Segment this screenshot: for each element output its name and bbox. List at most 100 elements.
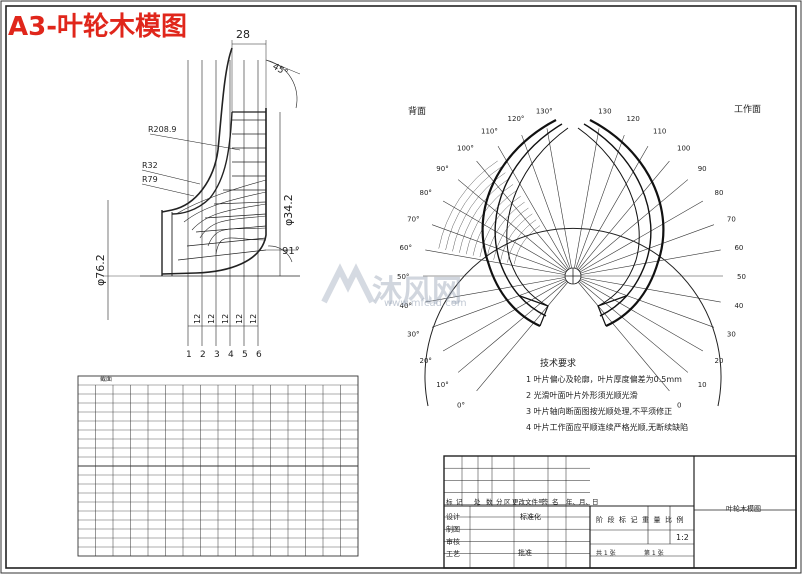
title-block	[443, 455, 797, 569]
sheet-number: 第 1 张	[644, 549, 664, 557]
polar-ray	[572, 200, 704, 277]
polar-arc	[452, 172, 506, 252]
polar-ray	[457, 275, 574, 373]
blade-profiles	[481, 119, 665, 328]
impeller-section-view	[104, 40, 301, 346]
blade-contour-line	[177, 249, 267, 261]
blade-contour-curve	[207, 227, 267, 247]
dim-phi-76: φ76.2	[94, 254, 107, 286]
revision-header: 标	[446, 497, 453, 506]
dim-phi-34: φ34.2	[282, 194, 295, 226]
polar-ray	[431, 224, 574, 277]
polar-angle-right: 10	[698, 381, 707, 389]
polar-angle-right: 60	[734, 244, 743, 252]
revision-header: 名	[552, 497, 559, 506]
label-work-face: 工作面	[734, 103, 761, 115]
approve-label: 批准	[518, 548, 532, 557]
polar-ray	[442, 200, 574, 277]
coordinate-table	[77, 375, 359, 557]
dim-r79: R79	[142, 175, 158, 184]
stage-header: 重	[642, 516, 649, 524]
blade-contour-line	[204, 213, 267, 219]
scale-value: 1:2	[676, 533, 689, 542]
watermark-logo	[321, 263, 375, 304]
revision-header: 年、月、日	[566, 497, 599, 506]
revision-header: 数	[486, 497, 493, 506]
stage-header: 阶	[596, 515, 603, 524]
polar-ray	[457, 179, 574, 277]
polar-ray	[572, 275, 715, 328]
notes-heading: 技术要求	[540, 357, 576, 369]
drawing-name: 叶轮木模图	[726, 504, 761, 513]
stage-header: 段	[608, 515, 615, 524]
polar-angle-left: 60°	[400, 244, 412, 252]
dim-angle-91: 91°	[282, 246, 300, 257]
polar-ray	[572, 179, 689, 277]
polar-angle-right: 130	[598, 108, 611, 116]
polar-arc	[486, 201, 525, 259]
polar-arc	[514, 225, 541, 265]
page-title: A3-叶轮木模图	[8, 12, 188, 42]
blade-contour-curve	[215, 237, 267, 255]
polar-arc	[459, 178, 510, 253]
polar-angle-left: 70°	[407, 216, 419, 224]
polar-ray	[572, 249, 721, 277]
spacing-label: 12	[207, 314, 216, 324]
polar-ray	[476, 275, 574, 392]
polar-angle-right: 80	[714, 189, 723, 197]
polar-angle-left: 120°	[508, 115, 525, 123]
polar-ray	[521, 134, 574, 277]
revision-header: 分	[496, 497, 503, 506]
title-block-stage-headers: 阶段标记重量比例	[596, 515, 684, 524]
polar-angle-left: 10°	[436, 381, 448, 389]
polar-angle-labels: 130°130120°120110°110100°10090°9080°8070…	[397, 108, 746, 410]
polar-angle-right: 50	[737, 273, 746, 281]
station-number: 2	[200, 350, 206, 360]
polar-ray	[572, 128, 600, 277]
polar-angle-right: 110	[653, 128, 666, 136]
polar-outer-arc	[424, 227, 722, 407]
polar-angle-right: 90	[698, 165, 707, 173]
polar-arc	[445, 166, 502, 251]
label-back-face: 背面	[408, 105, 426, 117]
blade-contour-line	[213, 201, 267, 205]
polar-angle-right: 100	[677, 144, 690, 152]
note-4: 4 叶片工作面应平顺连续严格光顺,无断续缺陷	[526, 422, 688, 432]
polar-ray	[572, 275, 704, 352]
title-block-row-label: 设计	[446, 512, 460, 521]
table-header-label: 截面	[100, 375, 112, 383]
title-block-row-label: 审核	[446, 537, 460, 546]
watermark-text: 沐风网	[372, 274, 462, 309]
station-number: 3	[214, 350, 220, 360]
title-block-row-label: 工艺	[446, 550, 460, 558]
polar-ray	[431, 275, 574, 328]
revision-header: 签	[542, 497, 549, 506]
revision-header: 记	[456, 498, 463, 506]
polar-ray	[476, 160, 574, 277]
inner-border	[5, 5, 797, 569]
note-2: 2 光滑叶面叶片外形须光顺光滑	[526, 390, 638, 400]
station-number: 5	[242, 350, 248, 360]
polar-ray	[572, 145, 649, 277]
blade-contour-curve	[191, 203, 267, 231]
note-1: 1 叶片偏心及轮廓，叶片厚度偏差为0.5mm	[526, 374, 682, 384]
polar-angle-left: 90°	[436, 165, 448, 173]
spacing-label: 12	[249, 314, 258, 324]
polar-angle-left: 0°	[457, 402, 465, 410]
polar-ray	[572, 275, 670, 392]
std-label: 标准化	[520, 512, 541, 521]
spacing-label: 12	[221, 314, 230, 324]
polar-ray	[572, 275, 689, 373]
polar-arc	[493, 207, 529, 260]
dim-28: 28	[236, 28, 250, 41]
polar-angle-left: 20°	[420, 357, 432, 365]
polar-ray	[497, 145, 574, 277]
polar-ray	[546, 128, 574, 277]
stage-header: 记	[631, 516, 638, 524]
note-3: 3 叶片轴向断面图按光顺处理,不平须修正	[526, 406, 672, 416]
revision-header: 更改文件号	[512, 497, 545, 506]
polar-angle-left: 110°	[481, 128, 498, 136]
